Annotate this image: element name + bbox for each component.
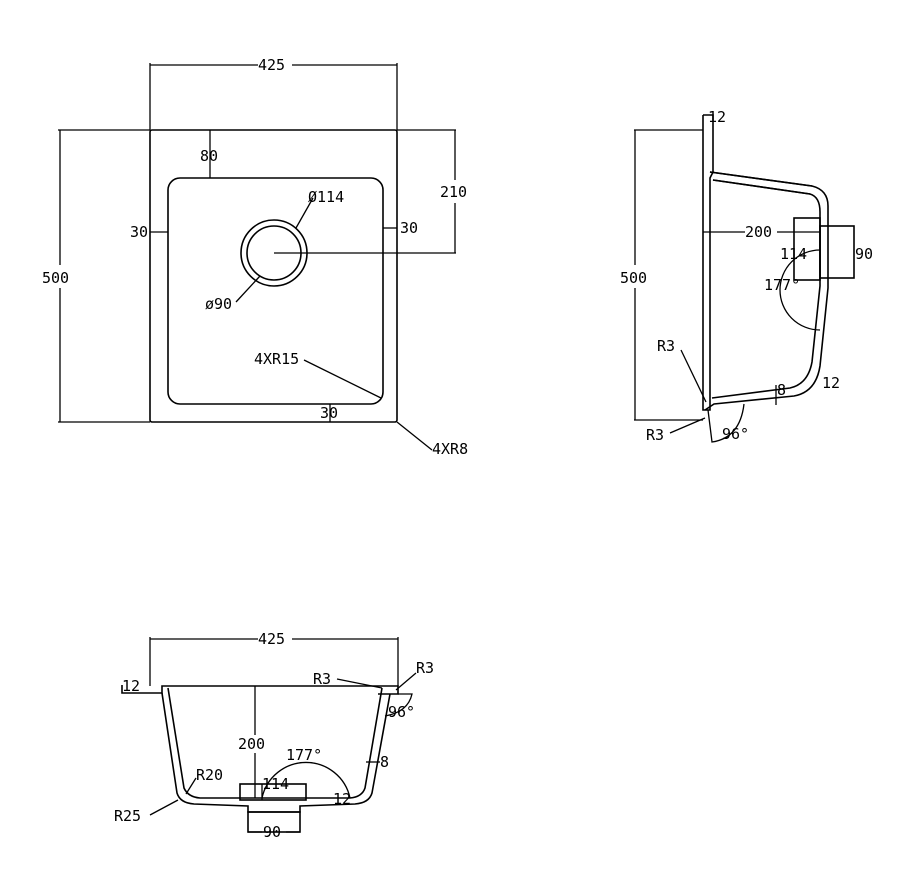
side-view: 12 500 200 114 90 177° R3 R3 8 12 96° (620, 108, 873, 444)
front-drain-inner-label: 90 (263, 823, 281, 841)
side-drain-outlet (819, 225, 855, 279)
side-radius-upper-leader (680, 349, 707, 403)
front-rim-angle-label: 96° (388, 703, 415, 721)
side-wall-label: 8 (777, 381, 786, 399)
front-bottom-thickness-label: 12 (333, 790, 351, 808)
side-height-label: 500 (620, 269, 647, 287)
top-height-label: 500 (42, 269, 69, 287)
front-drain-outlet (247, 811, 301, 833)
bottom-margin-label: 30 (320, 404, 338, 422)
side-radius-lower-label: R3 (646, 426, 664, 444)
side-radius-lower-leader (669, 417, 706, 434)
top-view-outer-outline (149, 129, 398, 423)
inner-diameter-label: ø90 (205, 295, 232, 313)
front-rim-outline (121, 685, 399, 695)
front-radius-left-label: R3 (313, 670, 331, 688)
drain-offset-label: 210 (440, 183, 467, 201)
inner-top-label: 80 (200, 147, 218, 165)
left-margin-label: 30 (130, 223, 148, 241)
front-drain-angle-label: 177° (286, 746, 322, 764)
front-drain-angle-arc (261, 761, 351, 799)
side-bowl-inner-curve (711, 179, 821, 399)
front-radius-left-leader (336, 678, 383, 689)
front-bowl-outer-profile (161, 692, 391, 813)
side-depth-label: 200 (745, 223, 772, 241)
side-drain-angle-arc (779, 249, 821, 331)
front-outer-radius-label: R25 (114, 807, 141, 825)
front-radius-right-leader (395, 672, 417, 691)
side-rim-angle-label: 96° (722, 425, 749, 443)
side-rim-angle-arc (707, 403, 745, 443)
side-drain-outer-label: 114 (780, 245, 807, 263)
top-view: 425 500 80 30 30 210 Ø114 ø90 4XR15 (42, 56, 468, 458)
side-radius-upper-label: R3 (657, 337, 675, 355)
front-drain-outer-label: 114 (262, 775, 289, 793)
side-bowl-outer-curve (704, 171, 829, 411)
front-outer-radius-leader (149, 799, 179, 816)
front-wall-label: 8 (380, 753, 389, 771)
front-inner-radius-leader (185, 777, 197, 795)
side-drain-angle-label: 177° (764, 276, 800, 294)
inner-radius-leader (303, 359, 382, 399)
top-view-bowl-outline (167, 177, 384, 405)
side-rim-outline (702, 114, 714, 411)
side-bottom-thickness-label: 12 (822, 374, 840, 392)
outer-diameter-label: Ø114 (308, 188, 344, 206)
front-view: 425 12 R3 R3 96° 200 177° 8 R20 114 12 R (114, 630, 434, 841)
inner-diameter-leader (235, 275, 261, 303)
outer-radius-label: 4XR8 (432, 440, 468, 458)
front-thickness-left-label: 12 (122, 677, 140, 695)
top-width-label: 425 (258, 56, 285, 74)
outer-diameter-leader (295, 197, 314, 229)
side-drain-inner-label: 90 (855, 245, 873, 263)
front-radius-right-label: R3 (416, 659, 434, 677)
front-inner-radius-label: R20 (196, 766, 223, 784)
front-rim-angle-arc (384, 693, 413, 717)
front-depth-label: 200 (238, 735, 265, 753)
inner-radius-label: 4XR15 (254, 350, 299, 368)
outer-radius-leader (396, 421, 433, 451)
front-drain-body (239, 783, 307, 801)
right-margin-label: 30 (400, 219, 418, 237)
front-bowl-inner-profile (167, 687, 383, 799)
front-width-label: 425 (258, 630, 285, 648)
side-thickness-top-label: 12 (708, 108, 726, 126)
